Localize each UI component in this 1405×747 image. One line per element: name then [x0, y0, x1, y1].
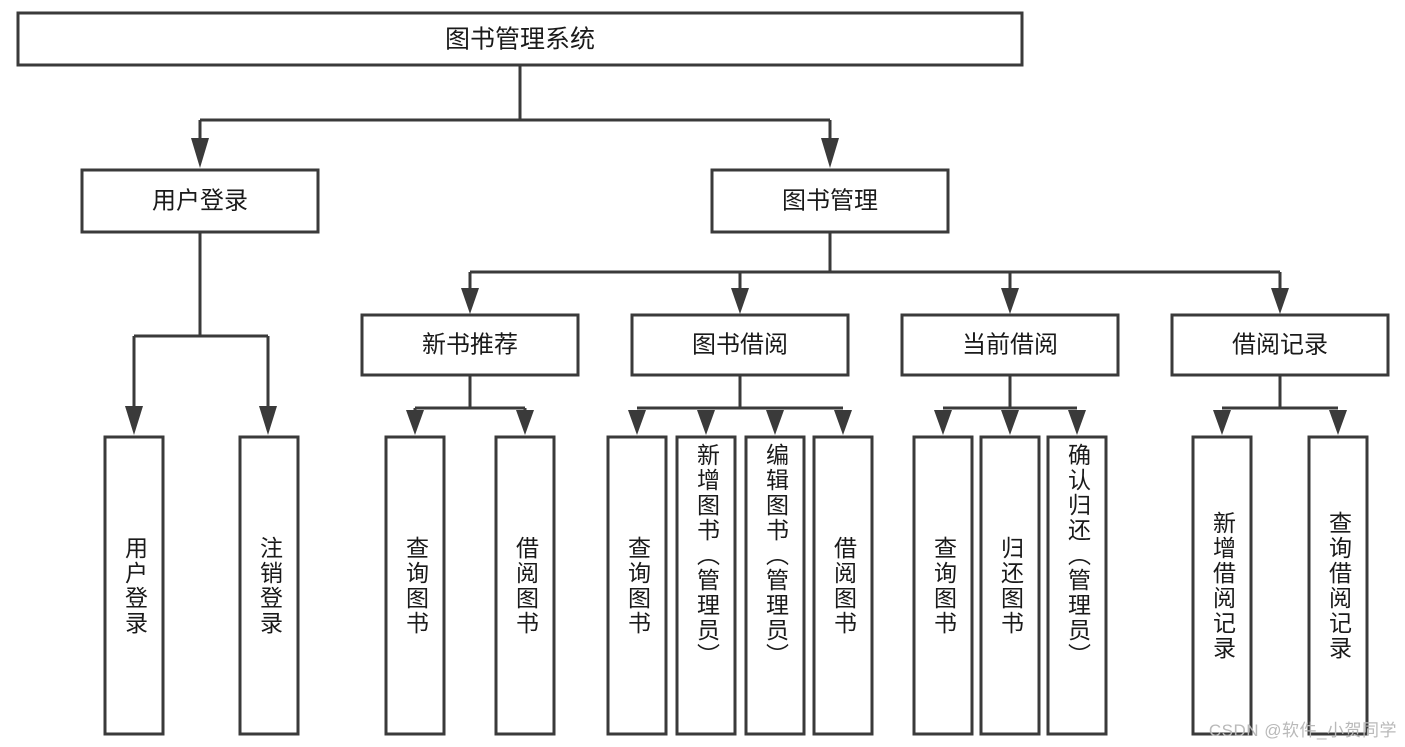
leaf-boxes-group — [103, 435, 1369, 736]
node-root-label: 图书管理系统 — [445, 26, 595, 54]
node-leaf-add-record-box[interactable] — [1191, 435, 1253, 736]
node-book-borrow-box[interactable] — [630, 313, 850, 377]
node-current-borrow[interactable]: 当前借阅 — [900, 313, 1120, 377]
arrowhead-new-book-rec — [461, 288, 479, 314]
node-leaf-query-record-box[interactable] — [1307, 435, 1369, 736]
arrowhead-book-manage — [821, 138, 839, 168]
arrowhead-borrow-record — [1271, 288, 1289, 314]
node-current-borrow-box[interactable] — [900, 313, 1120, 377]
arrowhead-leaf-edit-book — [766, 410, 784, 435]
node-leaf-user-login-box[interactable] — [103, 435, 165, 736]
arrowhead-leaf-return-book — [1001, 410, 1019, 435]
node-book-manage-label: 图书管理 — [782, 187, 878, 214]
node-leaf-borrow-book-2-box[interactable] — [812, 435, 874, 736]
arrowhead-leaf-query-record — [1329, 410, 1347, 435]
node-book-borrow[interactable]: 图书借阅 — [630, 313, 850, 377]
node-borrow-record[interactable]: 借阅记录 — [1170, 313, 1390, 377]
node-user-login-label: 用户登录 — [152, 187, 248, 214]
arrowhead-leaf-user-login — [125, 406, 143, 435]
node-leaf-edit-book-box[interactable] — [744, 435, 806, 736]
node-leaf-query-book-2-box[interactable] — [606, 435, 668, 736]
arrowhead-leaf-add-book — [697, 410, 715, 435]
node-user-login[interactable]: 用户登录 — [80, 168, 320, 234]
node-leaf-user-logout-box[interactable] — [238, 435, 300, 736]
node-borrow-record-box[interactable] — [1170, 313, 1390, 377]
node-leaf-add-book-box[interactable] — [675, 435, 737, 736]
node-root-box[interactable] — [16, 11, 1024, 67]
node-leaf-query-book-3-box[interactable] — [912, 435, 974, 736]
arrowhead-current-borrow — [1001, 288, 1019, 314]
node-leaf-borrow-book-1-box[interactable] — [494, 435, 556, 736]
node-user-login-box[interactable] — [80, 168, 320, 234]
arrowhead-leaf-user-logout — [259, 406, 277, 435]
node-leaf-return-book-box[interactable] — [979, 435, 1041, 736]
node-book-borrow-label: 图书借阅 — [692, 331, 788, 358]
node-book-manage[interactable]: 图书管理 — [710, 168, 950, 234]
node-root[interactable]: 图书管理系统 — [16, 11, 1024, 67]
arrowhead-book-borrow — [731, 288, 749, 314]
node-new-book-rec-box[interactable] — [360, 313, 580, 377]
arrowhead-leaf-query-book-1 — [406, 410, 424, 435]
arrowhead-leaf-borrow-book-1 — [516, 410, 534, 435]
arrowhead-leaf-query-book-3 — [934, 410, 952, 435]
node-new-book-rec-label: 新书推荐 — [422, 331, 518, 358]
arrowhead-leaf-borrow-book-2 — [834, 410, 852, 435]
node-leaf-query-book-1-box[interactable] — [384, 435, 446, 736]
node-borrow-record-label: 借阅记录 — [1232, 331, 1328, 358]
arrowhead-leaf-query-book-2 — [628, 410, 646, 435]
node-book-manage-box[interactable] — [710, 168, 950, 234]
node-new-book-rec[interactable]: 新书推荐 — [360, 313, 580, 377]
node-leaf-confirm-return-box[interactable] — [1046, 435, 1108, 736]
arrowhead-leaf-add-record — [1213, 410, 1231, 435]
arrowhead-leaf-confirm-return — [1068, 410, 1086, 435]
csdn-watermark: CSDN @软件_小贺同学 — [1208, 721, 1397, 740]
node-current-borrow-label: 当前借阅 — [962, 331, 1058, 358]
connectors-group — [125, 65, 1347, 435]
arrowhead-user-login — [191, 138, 209, 168]
